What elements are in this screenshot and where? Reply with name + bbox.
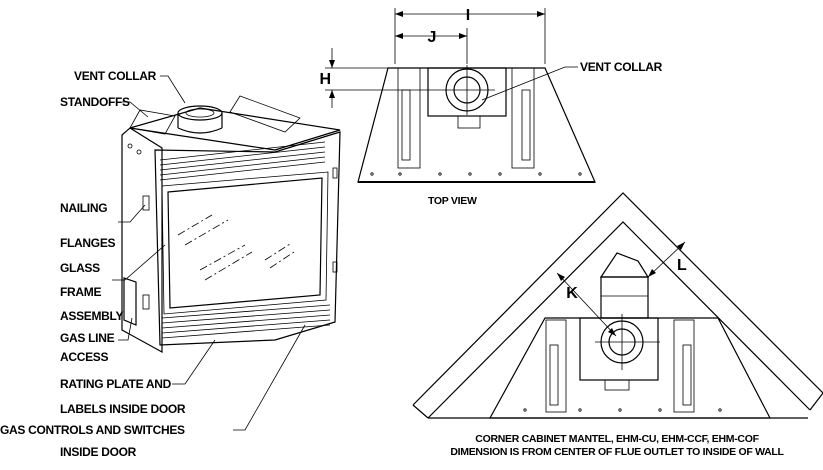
- dim-H: H: [319, 71, 331, 88]
- label-vent-collar-top: VENT COLLAR: [580, 60, 663, 74]
- fireplace-3d-view: [121, 95, 341, 354]
- standoff-right: [229, 95, 301, 133]
- label-vent-collar: VENT COLLAR: [74, 69, 157, 83]
- left-labels: VENT COLLAR STANDOFFS NAILING FLANGES GL…: [0, 69, 306, 459]
- corner-wall-outer: [412, 192, 823, 406]
- top-view-outline: [357, 67, 596, 183]
- label-flanges: FLANGES: [60, 236, 116, 250]
- corner-wall-inner: [427, 221, 811, 419]
- label-rating-plate: RATING PLATE AND: [60, 377, 172, 391]
- fireplace-front: [154, 131, 341, 346]
- vent-pipe: [600, 276, 649, 319]
- nailing-flange-lower: [142, 294, 150, 310]
- corner-center-box: [579, 317, 659, 381]
- label-labels-inside: LABELS INSIDE DOOR: [60, 402, 186, 416]
- label-assembly: ASSEMBLY: [60, 309, 123, 323]
- label-standoffs: STANDOFFS: [60, 95, 130, 109]
- label-frame: FRAME: [60, 285, 101, 299]
- top-louver: [159, 141, 326, 181]
- caption-line-1: CORNER CABINET MANTEL, EHM-CU, EHM-CCF, …: [475, 433, 759, 445]
- bottom-louver: [161, 304, 331, 339]
- label-inside-door: INSIDE DOOR: [60, 445, 137, 459]
- dim-K: K: [566, 285, 578, 302]
- fireplace-left-side: [121, 127, 163, 354]
- label-gas-controls: GAS CONTROLS AND SWITCHES: [0, 423, 185, 437]
- fireplace-top: [129, 107, 341, 151]
- corner-cabinet-view: K L CORNER CABINET MANTEL, EHM-CU, EHM-C…: [412, 192, 823, 458]
- dim-L: L: [677, 257, 687, 274]
- corner-unit-outline: [488, 317, 771, 419]
- top-view: I J H VENT COLLAR TOP VIEW: [319, 7, 663, 207]
- vent-collar-3d: [177, 105, 223, 134]
- label-nailing: NAILING: [60, 201, 107, 215]
- gas-line-access-box: [123, 277, 137, 326]
- standoff-left: [129, 109, 176, 135]
- dim-J: J: [428, 29, 437, 46]
- dim-I: I: [466, 7, 470, 24]
- glass-panel: [167, 177, 323, 309]
- glass-reflections: [177, 214, 295, 281]
- label-access: ACCESS: [60, 350, 109, 364]
- label-top-view: TOP VIEW: [428, 195, 477, 207]
- caption-line-2: DIMENSION IS FROM CENTER OF FLUE OUTLET …: [450, 446, 784, 458]
- label-glass: GLASS: [60, 261, 100, 275]
- nailing-flange: [142, 195, 150, 211]
- vent-elbow: [599, 252, 650, 278]
- label-gas-line: GAS LINE: [60, 331, 115, 345]
- glass-frame: [161, 171, 329, 315]
